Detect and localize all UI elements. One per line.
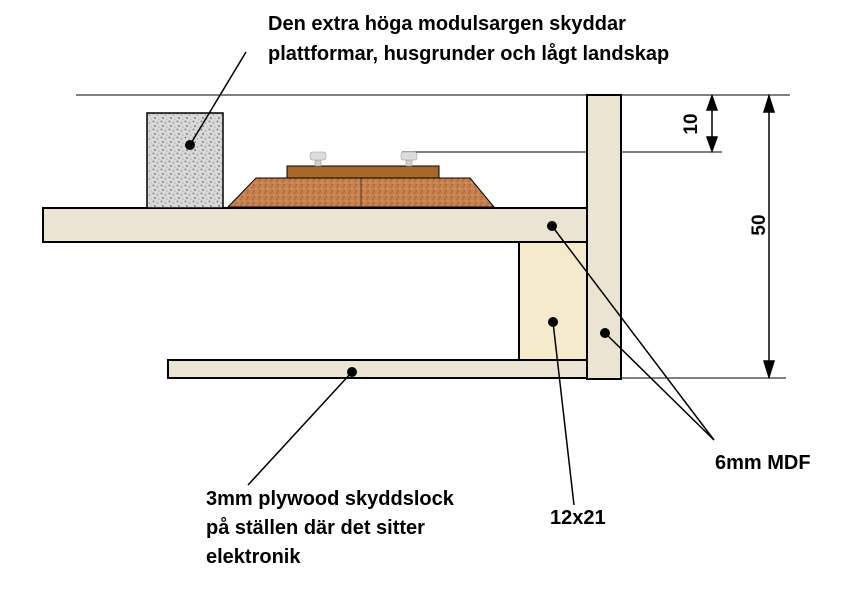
top-label-line-2: plattformar, husgrunder och lågt landska… — [268, 42, 669, 65]
leader-mdf-1 — [551, 225, 715, 441]
rail-tie — [286, 165, 440, 179]
leader-top — [189, 51, 247, 146]
plywood-label-line-1: 3mm plywood skyddslock — [206, 488, 455, 510]
rail-right — [400, 151, 418, 167]
plywood-cover — [167, 359, 588, 379]
plywood-label-line-2: på ställen där det sitter — [206, 516, 425, 539]
rail-left — [309, 151, 327, 167]
mdf-label: 6mm MDF — [715, 452, 811, 474]
leader-plywood — [247, 371, 353, 486]
plywood-label-line-3: elektronik — [206, 546, 301, 568]
leader-mdf-2 — [604, 332, 715, 441]
top-label-line-1: Den extra höga modulsargen skyddar — [268, 13, 626, 35]
dot-batten — [548, 317, 558, 327]
dimension-50-label: 50 — [749, 214, 770, 235]
landscape-block — [146, 112, 224, 209]
leader-batten — [552, 321, 575, 506]
batten-12x21 — [518, 241, 588, 361]
dimension-50-arrow — [762, 93, 776, 380]
dot-mdf-side — [600, 328, 610, 338]
dot-plywood — [347, 367, 357, 377]
mdf-top-board — [42, 207, 588, 243]
dimension-10-arrow — [705, 93, 719, 154]
dot-landscape-block — [185, 140, 195, 150]
dimension-10-label: 10 — [681, 113, 702, 134]
dot-mdf-top — [547, 221, 557, 231]
batten-label: 12x21 — [550, 507, 606, 529]
